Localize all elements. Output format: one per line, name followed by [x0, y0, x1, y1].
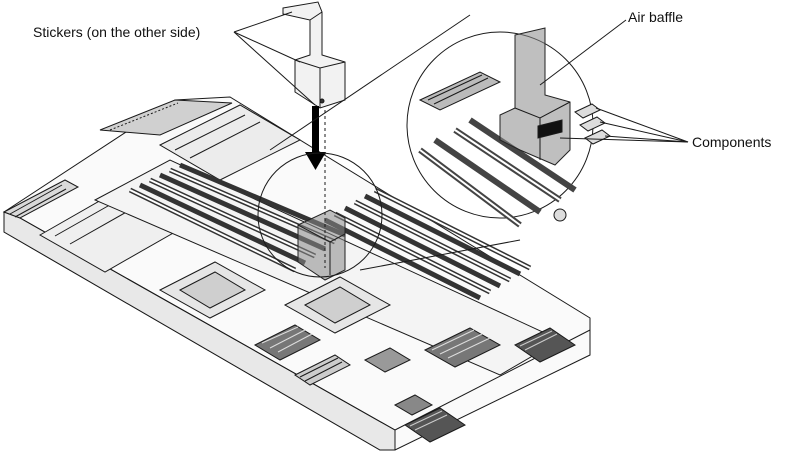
rear-connector-lower — [404, 407, 466, 443]
connector-block — [294, 354, 351, 386]
chip-small-1 — [363, 347, 412, 373]
air-baffle-callout-label: Air baffle — [628, 9, 683, 25]
down-arrow-icon — [305, 106, 326, 170]
detail-leader-lines — [269, 14, 521, 271]
heatsink-chip-b — [423, 327, 502, 368]
dimm-bank-right — [323, 187, 532, 301]
processor-socket-1 — [158, 261, 267, 319]
air-baffle-installed — [297, 209, 346, 281]
stickers-callout-label: Stickers (on the other side) — [33, 24, 201, 40]
air-baffle-exploded — [282, 1, 346, 109]
rear-connector-upper — [514, 327, 576, 363]
detail-circle-large — [406, 27, 611, 228]
heatsink-chip-a — [253, 324, 322, 361]
stickers-leader-lines — [233, 11, 316, 106]
components-callout-label: Components — [692, 134, 772, 150]
components-leader-lines — [559, 107, 689, 143]
chip-small-2 — [393, 394, 434, 416]
detail-circle-small — [257, 152, 383, 278]
air-baffle-leader-line — [539, 19, 627, 86]
processor-socket-2 — [283, 276, 392, 334]
